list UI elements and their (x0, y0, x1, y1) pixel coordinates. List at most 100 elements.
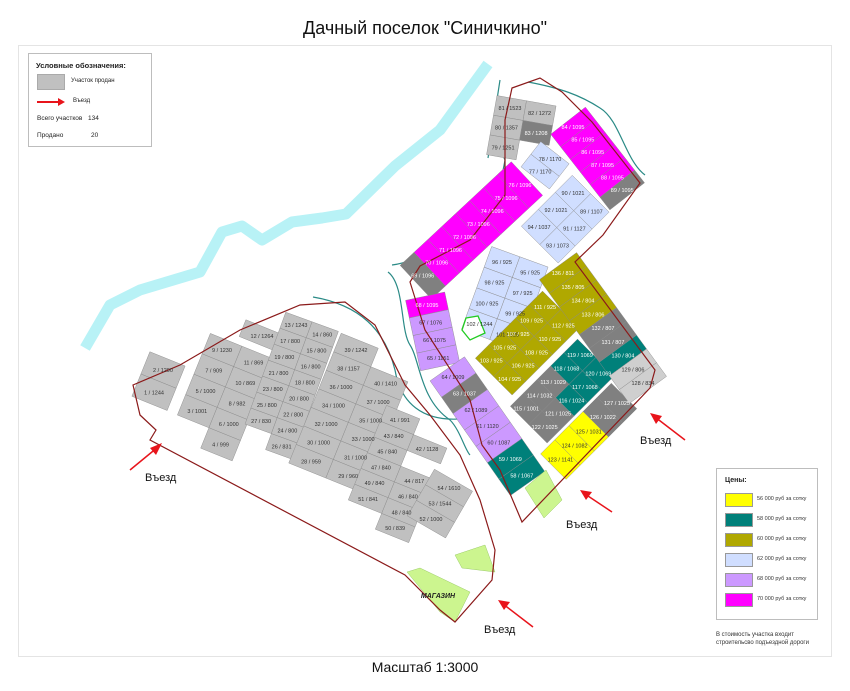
plot-label: 119 / 1069 (567, 353, 593, 359)
entry-label: Въезд (484, 624, 516, 636)
plot-label: 67 / 1076 (419, 321, 442, 327)
plot-label: 85 / 1095 (571, 138, 594, 144)
left-area-boundary (132, 301, 496, 623)
plot[interactable] (131, 373, 177, 411)
plot[interactable] (498, 454, 546, 496)
plot-label: 114 / 1032 (527, 393, 553, 399)
plot-label: 96 / 925 (492, 260, 512, 266)
plot-label: 84 / 1095 (562, 125, 585, 131)
plot-label: 18 / 800 (295, 381, 315, 387)
plot-label: 41 / 991 (390, 418, 410, 424)
plot-label: 52 / 1000 (420, 517, 443, 523)
plot-label: 98 / 925 (485, 281, 505, 287)
entry-arrow (498, 600, 534, 628)
plot-label: 2 / 1290 (153, 368, 173, 374)
plot-label: 101 / 925 (496, 332, 519, 338)
plot[interactable] (407, 500, 455, 539)
plot-label: 117 / 1068 (572, 385, 598, 391)
plot[interactable] (416, 344, 460, 372)
plot-label: 94 / 1037 (528, 225, 551, 231)
price-swatch (725, 533, 753, 547)
plot-block (486, 95, 557, 161)
price-label: 60 000 руб за сотку (757, 536, 807, 542)
plot-label: 46 / 840 (398, 495, 418, 501)
price-label: 56 000 руб за сотку (757, 496, 807, 502)
plot[interactable] (406, 434, 448, 465)
plot-label: 31 / 1000 (344, 456, 367, 462)
plot-label: 134 / 804 (572, 299, 595, 305)
plot[interactable] (375, 513, 416, 543)
plot-label: 129 / 806 (621, 367, 644, 373)
plot-label: 88 / 1095 (601, 175, 624, 181)
plot[interactable] (540, 439, 581, 480)
plot-label: 48 / 840 (392, 510, 412, 516)
sold-count-value: 20 (91, 132, 99, 139)
plot[interactable] (528, 410, 561, 444)
plot-label: 32 / 1000 (315, 422, 338, 428)
plot-label: 44 / 817 (404, 479, 424, 485)
plot-label: 39 / 1242 (345, 348, 368, 354)
price-label: 62 000 руб за сотку (757, 556, 807, 562)
plot-label: 107 / 925 (507, 332, 530, 338)
plot-label: 64 / 1009 (442, 375, 465, 381)
plot-label: 136 / 811 (552, 271, 575, 277)
plot-label: 93 / 1073 (546, 243, 569, 249)
entry-arrow (580, 490, 613, 513)
entry-label: Въезд (145, 472, 177, 484)
green-zone (454, 544, 496, 573)
price-legend-item: 62 000 руб за сотку (725, 553, 815, 567)
plot[interactable] (599, 169, 645, 211)
map-frame (18, 45, 832, 657)
plot-label: 8 / 982 (229, 402, 246, 408)
plot[interactable] (519, 120, 553, 146)
total-label: Всего участков (37, 115, 83, 122)
plot-label: 34 / 1000 (322, 404, 345, 410)
page-title: Дачный поселок "Синичкино" (303, 18, 547, 38)
plot-label: 29 / 960 (338, 474, 358, 480)
plot-label: 66 / 1075 (423, 338, 446, 344)
plot-label: 42 / 1128 (416, 447, 439, 453)
plot-label: 50 / 839 (385, 526, 405, 532)
plot[interactable] (399, 252, 446, 300)
price-swatch (725, 593, 753, 607)
plot[interactable] (539, 227, 576, 264)
plot-label: 51 / 841 (358, 497, 378, 503)
plot[interactable] (493, 362, 526, 396)
plot-label: 92 / 1021 (545, 208, 568, 214)
plot-label: 125 / 1031 (576, 429, 602, 435)
river (80, 60, 493, 351)
legend-heading: Условные обозначения: (36, 61, 126, 70)
plot-label: 124 / 1082 (562, 443, 588, 449)
price-legend-item: 56 000 руб за сотку (725, 493, 815, 507)
plot-label: 33 / 1000 (352, 437, 375, 443)
plot-label: 26 / 831 (272, 444, 292, 450)
plot-label: 79 / 1251 (492, 145, 515, 151)
plot-label: 72 / 1096 (453, 235, 476, 241)
price-legend-item: 58 000 руб за сотку (725, 513, 815, 527)
sold-label: Участок продан (71, 78, 115, 84)
plot[interactable] (200, 427, 241, 462)
price-swatch (725, 493, 753, 507)
plot[interactable] (520, 153, 560, 190)
plot-label: 70 / 1096 (425, 261, 448, 267)
plot-label: 121 / 1025 (545, 412, 571, 418)
plot-label: 120 / 1069 (585, 371, 611, 377)
plot-label: 43 / 840 (384, 434, 404, 440)
entry-label: Въезд (640, 435, 672, 447)
plot-label: 132 / 807 (592, 326, 615, 332)
plot-label: 71 / 1096 (439, 248, 462, 254)
plot-label: 78 / 1170 (539, 157, 562, 163)
plot-block (521, 175, 610, 264)
price-label: 68 000 руб за сотку (757, 576, 807, 582)
plot-label: 97 / 925 (513, 291, 533, 297)
plot-label: 62 / 1089 (464, 408, 487, 414)
reserved-plot[interactable] (461, 315, 486, 341)
plot-label: 3 / 1001 (187, 409, 207, 415)
plot-label: 13 / 1243 (285, 323, 308, 329)
plot-label: 63 / 1037 (453, 391, 476, 397)
plot-block (407, 468, 473, 539)
plot-label: 81 / 1523 (499, 106, 522, 112)
plot-label: 118 / 1068 (554, 366, 580, 372)
